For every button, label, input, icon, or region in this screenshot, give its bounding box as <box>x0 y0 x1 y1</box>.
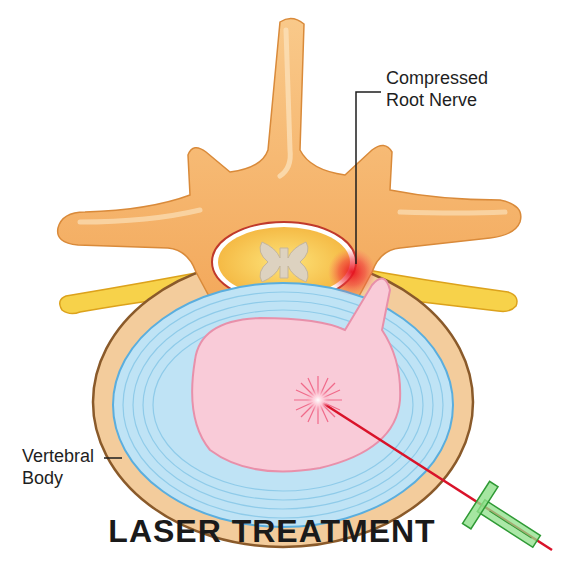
leader-line <box>356 92 381 264</box>
callout-label: Vertebral Body <box>22 446 102 489</box>
laser-handpiece <box>463 481 551 562</box>
vertebral-body <box>93 257 473 547</box>
callout-label: Compressed Root Nerve <box>386 68 504 111</box>
laser-starburst <box>294 376 342 424</box>
diagram-title: LASER TREATMENT <box>108 512 435 550</box>
bone-highlight <box>400 212 505 213</box>
bone-highlight <box>80 210 200 222</box>
nerve-compression-glow <box>328 248 376 296</box>
vertebral-arch <box>58 18 521 298</box>
disc-nucleus <box>192 279 400 472</box>
grey-matter <box>260 242 308 282</box>
leader-line <box>104 457 122 459</box>
bone-highlight <box>280 30 290 176</box>
laser-spot <box>306 388 330 412</box>
